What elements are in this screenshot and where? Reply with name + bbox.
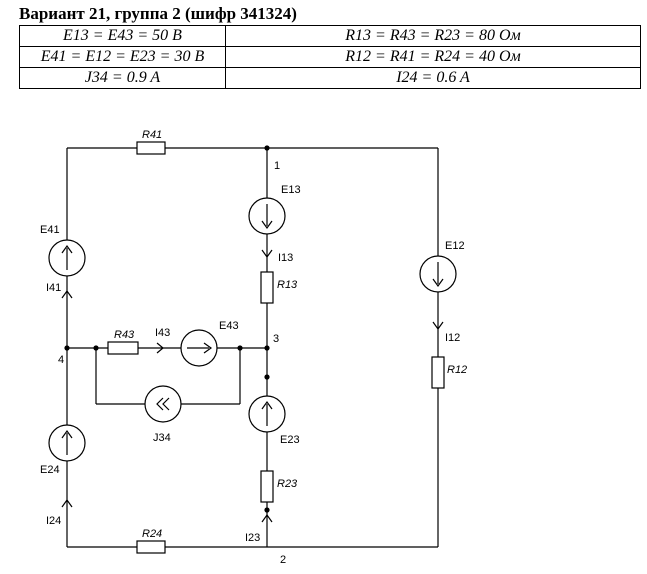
voltage-source-e13 (248, 197, 286, 235)
current-arrow-i13 (261, 249, 273, 259)
junction-dot (64, 345, 70, 351)
junction-dot (264, 374, 270, 380)
table-row: J34 = 0.9 A I24 = 0.6 A (19, 67, 641, 89)
current-arrow-i24 (61, 498, 73, 508)
node-label-3: 3 (273, 333, 279, 345)
current-arrow-i23 (261, 513, 273, 523)
current-arrow-i12 (432, 321, 444, 331)
source-label-e13: E13 (281, 184, 301, 196)
junction-dot (264, 507, 270, 513)
junction-dot (264, 345, 270, 351)
junction-dot (237, 345, 243, 351)
source-label-e43: E43 (219, 320, 239, 332)
resistor-r13 (260, 271, 274, 304)
current-label-i23: I23 (245, 532, 260, 544)
node-label-4: 4 (58, 354, 64, 366)
resistor-label-r12: R12 (447, 364, 467, 376)
node-label-1: 1 (274, 160, 280, 172)
source-label-j34: J34 (153, 432, 171, 444)
current-label-i24: I24 (46, 515, 61, 527)
node-label-2: 2 (280, 554, 286, 566)
current-arrow-i41 (61, 289, 73, 299)
source-label-e41: E41 (40, 224, 60, 236)
resistor-label-r24: R24 (142, 528, 162, 540)
table-cell: E41 = E12 = E23 = 30 В (19, 46, 226, 68)
page-title: Вариант 21, группа 2 (шифр 341324) (19, 4, 297, 23)
source-label-e24: E24 (40, 464, 60, 476)
table-row: E13 = E43 = 50 В R13 = R43 = R23 = 80 Ом (19, 25, 641, 47)
table-cell: R13 = R43 = R23 = 80 Ом (225, 25, 641, 47)
junction-dot (264, 145, 270, 151)
voltage-source-e41 (48, 239, 86, 277)
resistor-r23 (260, 470, 274, 503)
voltage-source-e24 (48, 424, 86, 462)
current-label-i13: I13 (278, 252, 293, 264)
source-label-e12: E12 (445, 240, 465, 252)
current-label-i41: I41 (46, 282, 61, 294)
table-cell: J34 = 0.9 A (19, 67, 226, 89)
current-source-j34 (144, 385, 182, 423)
resistor-label-r23: R23 (277, 478, 298, 490)
junction-dot (93, 345, 99, 351)
table-cell: E13 = E43 = 50 В (19, 25, 226, 47)
source-label-e23: E23 (280, 434, 300, 446)
current-arrow-i43 (156, 342, 164, 354)
resistor-r41 (136, 141, 166, 155)
parameters-table: E13 = E43 = 50 В R13 = R43 = R23 = 80 Ом… (19, 25, 641, 89)
resistor-r43 (107, 341, 139, 355)
resistor-label-r43: R43 (114, 329, 135, 341)
voltage-source-e23 (248, 395, 286, 433)
current-label-i12: I12 (445, 332, 460, 344)
resistor-label-r13: R13 (277, 279, 298, 291)
voltage-source-e12 (419, 255, 457, 293)
resistor-r12 (431, 356, 445, 389)
resistor-label-r41: R41 (142, 129, 162, 141)
current-label-i43: I43 (155, 327, 170, 339)
voltage-source-e43 (180, 329, 218, 367)
table-cell: I24 = 0.6 A (225, 67, 641, 89)
resistor-r24 (136, 540, 166, 554)
